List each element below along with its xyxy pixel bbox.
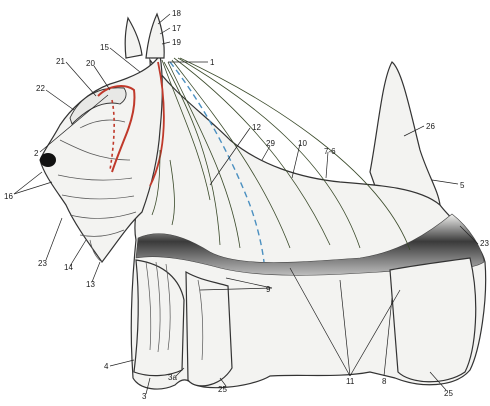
label-25-rear: 25 [444,389,453,398]
label-9: 9 [266,285,271,294]
label-2: 2 [34,149,39,158]
label-8: 8 [382,377,387,386]
label-12: 12 [252,123,261,132]
label-16: 16 [4,192,13,201]
label-1: 1 [210,58,215,67]
nose [40,153,56,167]
label-20: 20 [86,59,95,68]
ear-right [146,14,164,58]
label-3: 3 [142,392,147,401]
label-3a: 3a [168,373,177,382]
label-22: 22 [36,84,45,93]
label-5: 5 [460,181,465,190]
ear-left [125,18,142,58]
label-19: 19 [172,38,181,47]
label-13: 13 [86,280,95,289]
label-7-6: 7-6 [324,147,336,156]
tail [370,62,440,205]
label-11: 11 [346,377,355,386]
label-15: 15 [100,43,109,52]
label-17: 17 [172,24,181,33]
label-23: 23 [480,239,489,248]
label-29: 29 [266,139,275,148]
rear-leg [390,258,476,382]
label-4: 4 [104,362,109,371]
label-26: 26 [426,122,435,131]
label-21: 21 [56,57,65,66]
label-25-front: 25 [218,385,227,394]
label-10: 10 [298,139,307,148]
label-18: 18 [172,9,181,18]
label-3-head: 23 [38,259,47,268]
label-14: 14 [64,263,73,272]
